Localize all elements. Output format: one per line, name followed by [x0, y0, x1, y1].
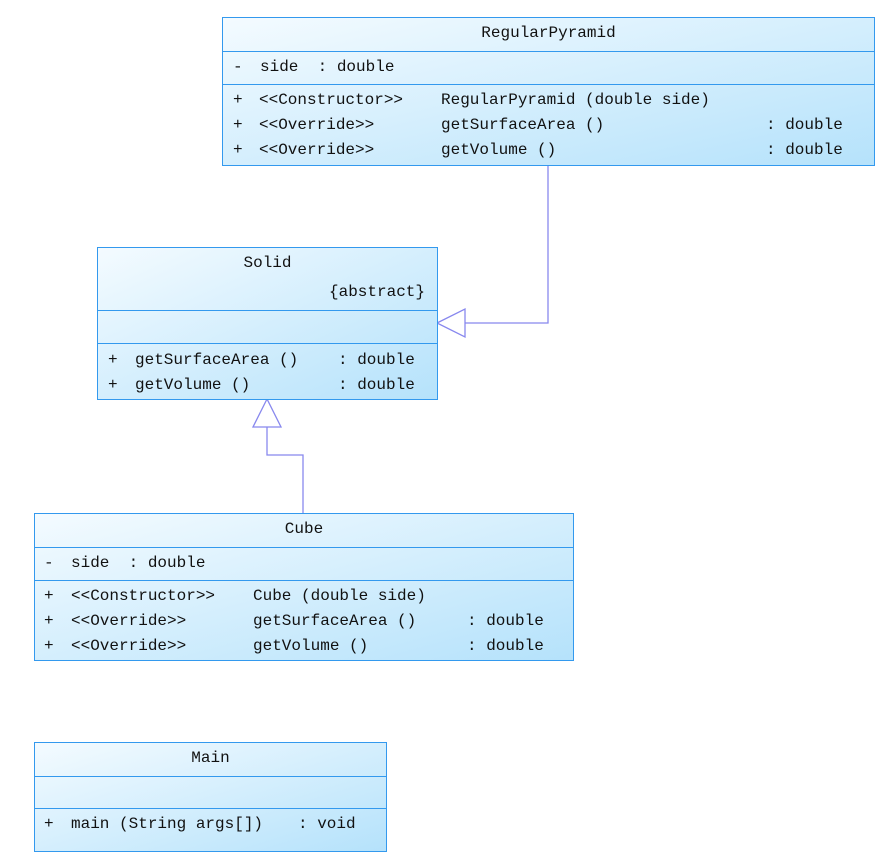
method-signature: getVolume (): [135, 376, 251, 394]
visibility: +: [233, 91, 243, 109]
stereotype: <<Override>>: [71, 612, 187, 630]
return-type: : double: [338, 376, 415, 394]
methods-section: + <<Constructor>> RegularPyramid (double…: [223, 84, 874, 164]
method-row[interactable]: + <<Constructor>> RegularPyramid (double…: [223, 88, 874, 113]
attribute-row[interactable]: - side : double: [223, 55, 874, 80]
visibility: +: [108, 376, 118, 394]
inheritance-arrowhead-icon: [435, 307, 466, 339]
class-main[interactable]: Main + main (String args[]) : void: [34, 742, 387, 852]
attribute-text: side : double: [71, 554, 206, 572]
methods-section: + <<Constructor>> Cube (double side) + <…: [35, 580, 573, 661]
attribute-row[interactable]: - side : double: [35, 551, 573, 576]
class-name-section: Main: [35, 743, 386, 776]
method-row[interactable]: + getSurfaceArea () : double: [98, 348, 437, 373]
method-row[interactable]: + <<Override>> getVolume () : double: [223, 138, 874, 163]
return-type: : double: [338, 351, 415, 369]
method-row[interactable]: + <<Constructor>> Cube (double side): [35, 584, 573, 609]
method-row[interactable]: + <<Override>> getVolume () : double: [35, 634, 573, 659]
visibility: -: [233, 58, 243, 76]
method-row[interactable]: + <<Override>> getSurfaceArea () : doubl…: [223, 113, 874, 138]
method-signature: main (String args[]): [71, 815, 264, 833]
class-regularpyramid[interactable]: RegularPyramid - side : double + <<Const…: [222, 17, 875, 166]
class-solid[interactable]: Solid {abstract} + getSurfaceArea () : d…: [97, 247, 438, 400]
stereotype: <<Override>>: [71, 637, 187, 655]
attributes-section: - side : double: [223, 51, 874, 84]
method-signature: Cube (double side): [253, 587, 426, 605]
method-signature: getSurfaceArea (): [253, 612, 417, 630]
method-signature: getVolume (): [441, 141, 557, 159]
class-cube[interactable]: Cube - side : double + <<Constructor>> C…: [34, 513, 574, 661]
visibility: +: [233, 141, 243, 159]
return-type: : double: [467, 612, 544, 630]
return-type: : double: [766, 141, 843, 159]
stereotype: <<Constructor>>: [71, 587, 216, 605]
class-name: Cube: [284, 520, 324, 538]
method-signature: RegularPyramid (double side): [441, 91, 710, 109]
class-name-section: Cube: [35, 514, 573, 547]
return-type: : double: [766, 116, 843, 134]
return-type: : void: [298, 815, 356, 833]
method-row[interactable]: + <<Override>> getSurfaceArea () : doubl…: [35, 609, 573, 634]
return-type: : double: [467, 637, 544, 655]
visibility: +: [108, 351, 118, 369]
method-row[interactable]: + getVolume () : double: [98, 373, 437, 398]
class-name: Solid: [243, 254, 292, 272]
class-name-section: RegularPyramid: [223, 18, 874, 51]
generalization-cube-solid: [266, 427, 304, 513]
attributes-section: [35, 776, 386, 808]
visibility: +: [233, 116, 243, 134]
methods-section: + getSurfaceArea () : double + getVolume…: [98, 343, 437, 400]
generalization-regularpyramid-solid: [465, 165, 549, 324]
abstract-modifier: {abstract}: [328, 283, 425, 301]
inheritance-arrowhead-icon: [251, 397, 283, 428]
attribute-text: side : double: [260, 58, 395, 76]
class-name: RegularPyramid: [481, 24, 616, 42]
visibility: +: [44, 815, 54, 833]
methods-section: + main (String args[]) : void: [35, 808, 386, 848]
attributes-section: - side : double: [35, 547, 573, 580]
connectors: [251, 165, 549, 513]
method-signature: getSurfaceArea (): [135, 351, 299, 369]
stereotype: <<Override>>: [259, 141, 375, 159]
class-name: Main: [191, 749, 230, 767]
method-signature: getVolume (): [253, 637, 369, 655]
visibility: +: [44, 612, 54, 630]
visibility: +: [44, 637, 54, 655]
visibility: +: [44, 587, 54, 605]
method-signature: getSurfaceArea (): [441, 116, 605, 134]
stereotype: <<Override>>: [259, 116, 375, 134]
method-row[interactable]: + main (String args[]) : void: [35, 812, 386, 837]
attributes-section: [98, 310, 437, 343]
class-name-section: Solid {abstract}: [98, 248, 437, 310]
stereotype: <<Constructor>>: [259, 91, 404, 109]
visibility: -: [44, 554, 54, 572]
